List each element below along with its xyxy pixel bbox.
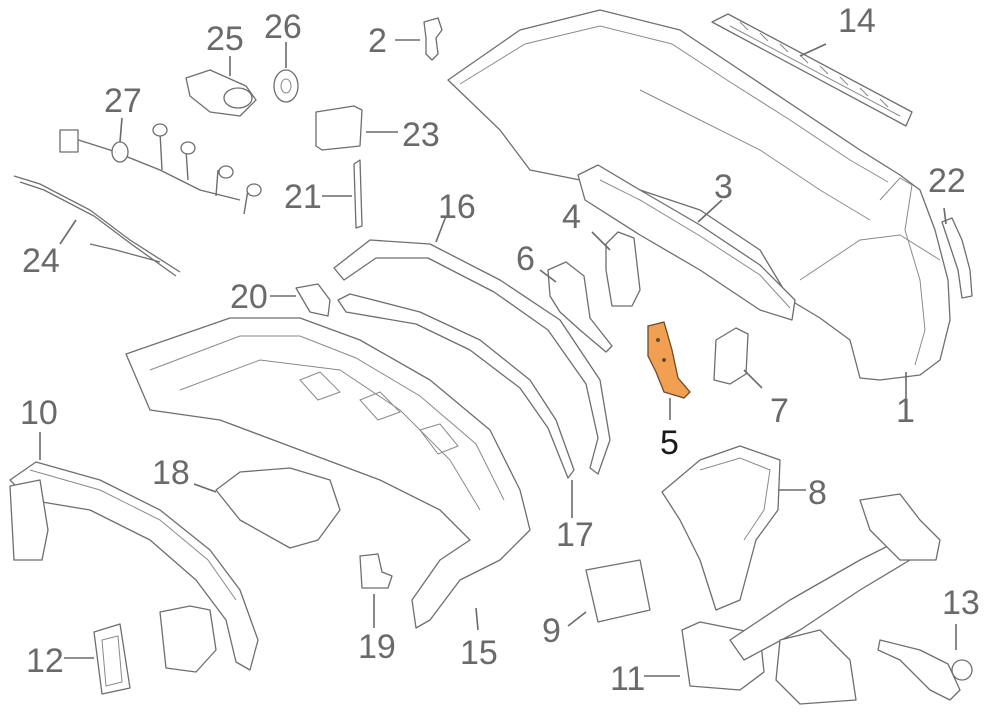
- callout-25: 25: [206, 20, 244, 58]
- callout-10: 10: [20, 394, 58, 432]
- callout-21: 21: [284, 178, 322, 216]
- callout-19: 19: [358, 628, 396, 666]
- part-17-trim[interactable]: [337, 293, 575, 479]
- part-23-module[interactable]: [315, 105, 363, 151]
- callout-20: 20: [230, 278, 268, 316]
- part-21-rod[interactable]: [353, 159, 363, 229]
- part-12-plate[interactable]: [93, 623, 131, 695]
- callout-23: 23: [402, 116, 440, 154]
- part-8-bracket[interactable]: [661, 445, 781, 611]
- part-20-clip[interactable]: [295, 283, 331, 317]
- part-10-crossmember[interactable]: [9, 461, 259, 673]
- part-19-clip[interactable]: [359, 553, 393, 589]
- callout-11: 11: [610, 660, 645, 698]
- part-11-hitch[interactable]: [681, 493, 941, 705]
- callout-16: 16: [438, 188, 476, 226]
- part-18-plate[interactable]: [215, 467, 341, 549]
- part-22-clip[interactable]: [941, 217, 973, 299]
- part-25-sensor[interactable]: [185, 69, 257, 117]
- part-26-ring[interactable]: [273, 69, 299, 103]
- callout-1: 1: [896, 392, 915, 430]
- part-14-strip[interactable]: [711, 13, 913, 127]
- callout-17: 17: [556, 516, 594, 554]
- callout-15: 15: [460, 634, 498, 672]
- part-7-bracket[interactable]: [713, 327, 749, 385]
- part-4-bracket[interactable]: [605, 231, 641, 307]
- callout-12: 12: [26, 642, 64, 680]
- part-6-bracket[interactable]: [547, 261, 613, 353]
- callout-18: 18: [152, 454, 190, 492]
- callout-5: 5: [660, 424, 679, 462]
- leader-lines: [39, 39, 957, 677]
- part-5-bracket-highlighted[interactable]: [647, 321, 691, 399]
- part-27-harness[interactable]: [59, 123, 262, 215]
- callout-6: 6: [516, 240, 535, 278]
- callout-27: 27: [104, 82, 142, 120]
- callout-4: 4: [562, 198, 581, 236]
- callout-labels: 1 2 3 4 5 6 7 8 9 10 11 12 13 14 15 16 1…: [20, 2, 980, 698]
- callout-22: 22: [928, 162, 966, 200]
- callout-3: 3: [714, 168, 733, 206]
- callout-26: 26: [264, 8, 302, 46]
- part-13-tow-ball[interactable]: [877, 639, 973, 701]
- callout-7: 7: [770, 392, 789, 430]
- part-3-absorber[interactable]: [577, 164, 796, 321]
- callout-24: 24: [22, 242, 60, 280]
- part-2-clip[interactable]: [423, 17, 443, 61]
- callout-9: 9: [542, 612, 561, 650]
- part-16-trim[interactable]: [333, 239, 611, 475]
- callout-14: 14: [838, 2, 876, 40]
- callout-13: 13: [942, 584, 980, 622]
- callout-8: 8: [808, 474, 827, 512]
- part-24-flat-harness[interactable]: [13, 175, 181, 277]
- part-15-lower-bumper[interactable]: [125, 317, 531, 629]
- part-1-bumper-cover[interactable]: [447, 9, 951, 381]
- part-9-plate[interactable]: [585, 559, 651, 623]
- callout-2: 2: [368, 22, 387, 60]
